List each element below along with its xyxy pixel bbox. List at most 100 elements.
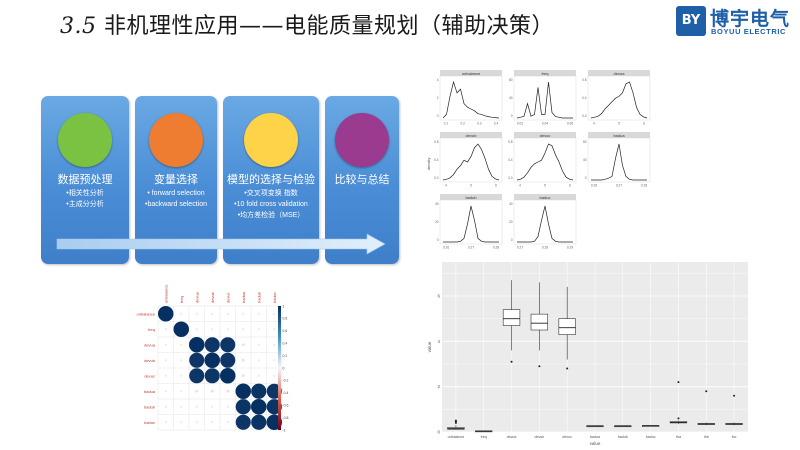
corr-cell [211, 312, 214, 315]
corr-cell [195, 328, 198, 331]
corr-cell [273, 312, 276, 315]
step-item: •10 fold cross validation [234, 201, 308, 208]
colorbar-tick: -0.8 [283, 416, 289, 420]
step-item: •backward selection [145, 201, 207, 208]
row-label: badub [144, 404, 156, 409]
column-label: badub [256, 291, 261, 303]
panel-strip-label: devua [614, 71, 626, 76]
corr-cell [226, 405, 229, 408]
step-panel-variable: 变量选择 • forward selection •backward selec… [135, 96, 217, 264]
x-tick-label: freq [481, 435, 487, 439]
x-tick-label: 6 [643, 122, 645, 126]
process-arrow [56, 233, 386, 255]
corr-cell [164, 405, 167, 408]
step-panel-summary: 比较与总结 [325, 96, 399, 264]
colorbar-tick: -0.2 [283, 379, 289, 383]
x-tick-label: 0.27 [517, 246, 523, 250]
y-tick-label: 0.0 [582, 114, 587, 118]
corr-cell [242, 312, 245, 315]
x-tick-label: 6 [495, 184, 497, 188]
outlier-point [733, 394, 736, 397]
panel-strip-label: devuc [540, 133, 551, 138]
y-tick-label: 40 [435, 202, 439, 206]
corr-cell [251, 399, 267, 415]
step-item: •交叉项变换 指数 [244, 190, 298, 197]
row-label: devub [144, 358, 156, 363]
x-axis-label: value [590, 441, 601, 446]
density-curve [516, 143, 574, 181]
density-curve [443, 205, 499, 243]
x-tick-label: 0.06 [567, 122, 573, 126]
row-label: baduc [144, 420, 155, 425]
colorbar [278, 306, 281, 430]
x-tick-label: tha [676, 435, 681, 439]
colorbar-tick: 1 [283, 304, 285, 308]
logo-english-name: BOYUU ELECTRIC [711, 27, 787, 36]
corr-cell [173, 321, 189, 337]
density-curve [442, 143, 500, 181]
x-tick-label: 0.02 [517, 122, 523, 126]
y-axis-label: value [427, 341, 432, 352]
density-curve [516, 81, 573, 119]
corr-cell [235, 383, 251, 399]
step-items: • forward selection •backward selection [135, 188, 217, 210]
colorbar-tick: 0 [283, 366, 285, 370]
x-tick-label: devub [534, 435, 544, 439]
step-item: •主成分分析 [66, 201, 104, 208]
panel-strip [440, 70, 502, 76]
x-tick-label: 0.28 [542, 246, 548, 250]
step-title: 变量选择 [154, 173, 198, 186]
y-tick-label: 0.4 [434, 158, 439, 162]
column-label: devub [210, 291, 215, 303]
box-devua [502, 280, 521, 363]
panel-area [439, 137, 503, 183]
corr-cell [195, 312, 198, 315]
corr-cell [195, 405, 198, 408]
panel-strip-label: baduc [540, 195, 551, 200]
step-items: •交叉项变换 指数 •10 fold cross validation •均方差… [223, 188, 319, 221]
column-label: freq [179, 296, 184, 303]
corr-cell [164, 374, 167, 377]
corr-cell [257, 312, 260, 315]
box-body [530, 313, 549, 331]
y-tick-label: 0.0 [434, 176, 439, 180]
y-tick-label: 0 [585, 176, 587, 180]
x-tick-label: 0.04 [542, 122, 548, 126]
box-tha [669, 381, 688, 425]
y-tick-label: 0.0 [508, 176, 513, 180]
slide-title: 3.5 非机理性应用——电能质量规划（辅助决策） [60, 8, 554, 40]
corr-cell [251, 414, 267, 430]
process-diagram: 数据预处理 •相关性分析 •主成分分析 变量选择 • forward selec… [41, 96, 399, 264]
column-label: devuc [225, 292, 230, 303]
step-panel-preprocess: 数据预处理 •相关性分析 •主成分分析 [41, 96, 129, 264]
corr-cell [204, 368, 220, 384]
box-freq [475, 430, 493, 433]
colorbar-tick: -1 [283, 428, 286, 432]
corr-cell [257, 359, 260, 362]
box-body [558, 318, 576, 335]
corr-cell [180, 343, 183, 346]
x-tick-label: unbalance [448, 435, 465, 439]
corr-cell [226, 421, 229, 424]
panel-strip-label: badua [613, 133, 625, 138]
corr-cell [273, 374, 276, 377]
panel-strip [440, 132, 502, 138]
step-title: 数据预处理 [57, 173, 113, 186]
corr-cell [257, 328, 260, 331]
x-tick-label: 0.28 [493, 246, 499, 250]
y-tick-label: 0 [437, 430, 440, 435]
corr-cell [189, 337, 205, 353]
colorbar-tick: 0.4 [283, 342, 288, 346]
colorbar-tick: 0.2 [283, 354, 288, 358]
box-body [502, 309, 521, 326]
orange-circle [149, 113, 203, 167]
x-tick-label: badua [590, 435, 600, 439]
corr-cell [226, 328, 229, 331]
y-tick-label: 2 [437, 96, 439, 100]
purple-circle [335, 113, 389, 167]
y-tick-label: 0.8 [582, 78, 587, 82]
x-tick-label: 4 [445, 184, 447, 188]
row-label: devuc [144, 373, 155, 378]
